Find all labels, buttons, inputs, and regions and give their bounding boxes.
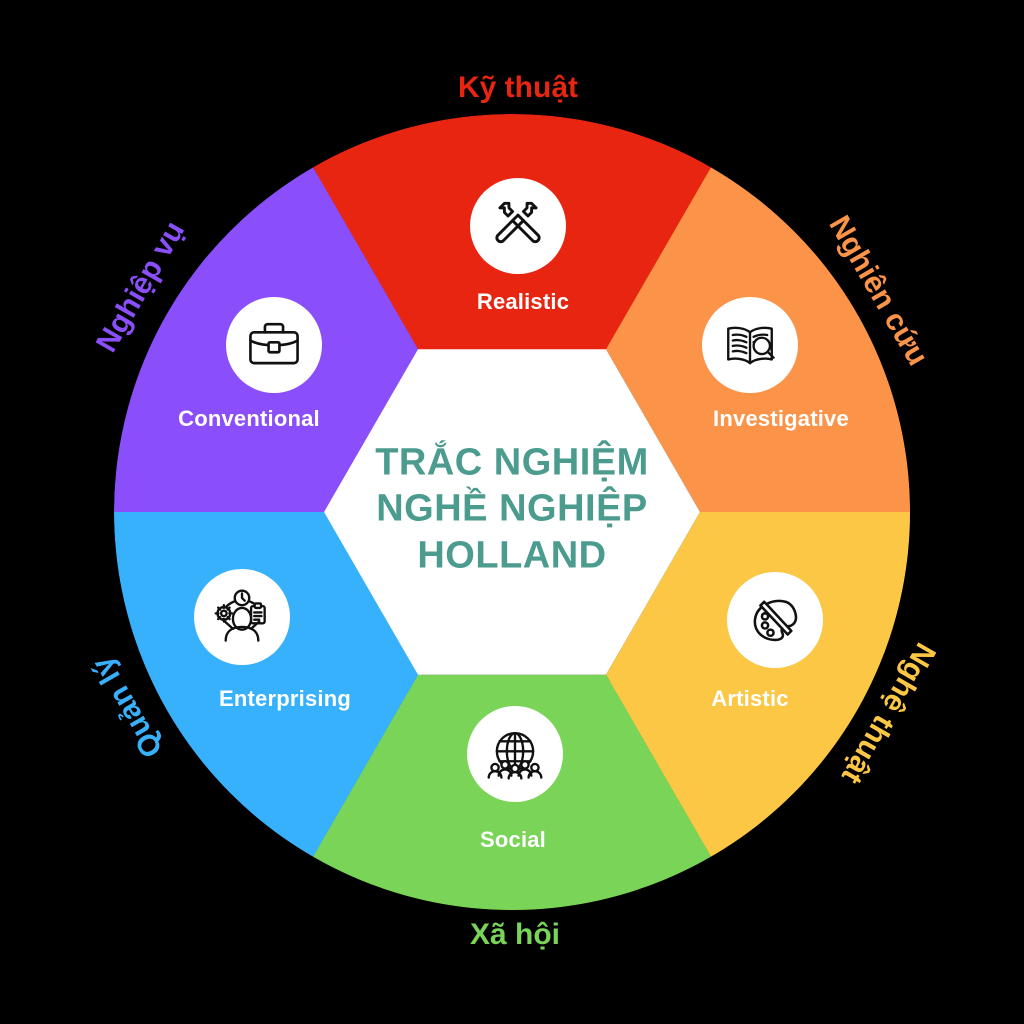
manager-person-icon: [194, 569, 290, 665]
outer-label-social: Xã hội: [469, 918, 561, 951]
title-line-1: TRẮC NGHIỆM: [375, 441, 649, 484]
wheel-hub: [324, 349, 700, 675]
page-title: TRẮC NGHIỆM NGHỀ NGHIỆP HOLLAND: [375, 439, 649, 578]
palette-brush-icon: [727, 572, 823, 668]
outer-label-realistic: Kỹ thuật: [458, 71, 578, 104]
wrench-screwdriver-icon: [470, 178, 566, 274]
wheel-segment-artistic[interactable]: [606, 512, 910, 857]
book-magnifier-icon: [702, 297, 798, 393]
title-line-2: NGHỀ NGHIỆP: [376, 487, 648, 530]
briefcase-icon: [226, 297, 322, 393]
title-line-3: HOLLAND: [417, 534, 607, 577]
wheel-segments-group: [114, 114, 910, 910]
globe-people-icon: [467, 706, 563, 802]
wheel-segment-enterprising[interactable]: [114, 512, 418, 857]
